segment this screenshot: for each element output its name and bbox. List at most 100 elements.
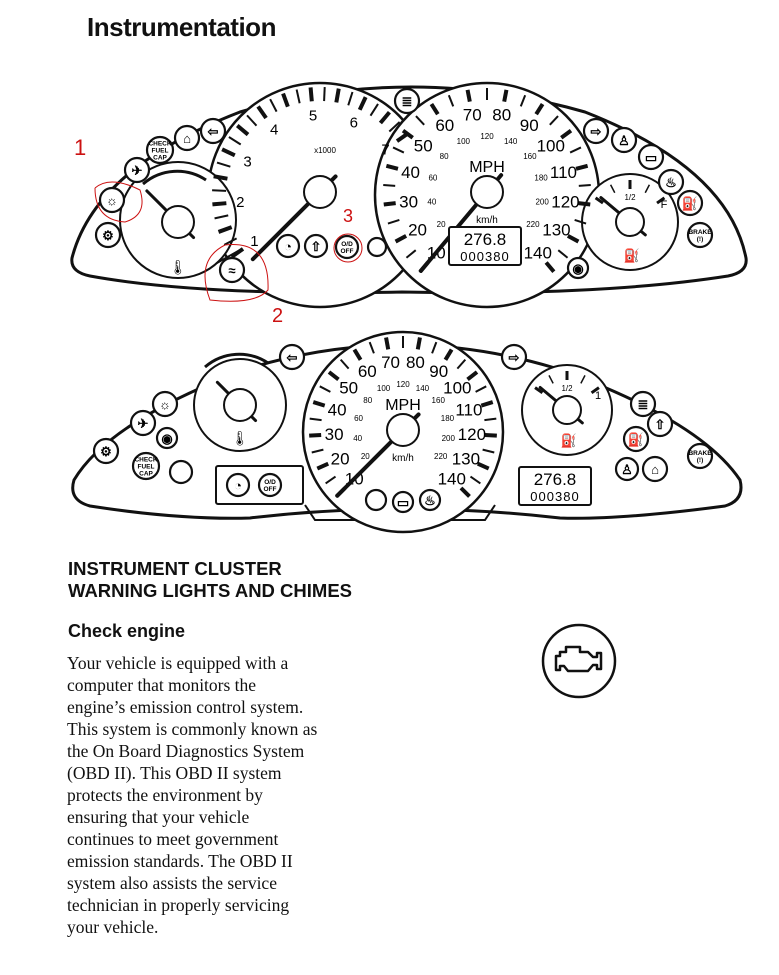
kmh-label: 100: [457, 137, 471, 146]
fuel-full-label: F: [661, 199, 668, 211]
traction-control-icon-ring: [218, 256, 246, 284]
blank-indicator-icon-ring: [168, 459, 194, 485]
powertrain-warning-icon-ring: [151, 390, 179, 418]
door-ajar-icon: ⌂: [641, 455, 669, 483]
check-engine-light-icon-glyph: ⚙: [100, 444, 112, 459]
speed-tick: [575, 163, 589, 171]
kmh-label: 80: [440, 152, 449, 161]
speed-tick: [383, 201, 396, 207]
page-title: Instrumentation: [87, 12, 276, 42]
mph-label: 120: [458, 425, 486, 444]
odometer-display: [518, 466, 592, 506]
oil-pressure-icon: ♨: [418, 488, 442, 512]
battery-icon: ▭: [391, 490, 415, 514]
overdrive-off-icon-text: OFF: [341, 248, 354, 255]
mph-label: 20: [331, 449, 350, 468]
upshift-icon-ring: [303, 233, 329, 259]
tach-label: 5: [309, 108, 317, 125]
seatbelt-icon: ♙: [614, 456, 640, 482]
annotation-3: 3: [343, 206, 353, 226]
low-fuel-icon: ⛽: [622, 425, 650, 453]
brake-warning-icon: BRAKE(!): [686, 221, 714, 249]
temp-arc: [142, 169, 207, 186]
check-engine-light-icon-ring: [94, 221, 122, 249]
speed-tick: [475, 385, 487, 393]
traction-control-icon: ≈: [218, 256, 246, 284]
body-line: system also assists the service: [67, 873, 277, 893]
speed-tick: [466, 370, 479, 382]
mph-label: 60: [358, 362, 377, 381]
blank-indicator-icon: [366, 236, 388, 258]
kmh-label: 60: [354, 414, 363, 423]
tach-tick: [223, 237, 238, 246]
speed-tick: [311, 448, 324, 454]
needle-hub: [615, 207, 645, 237]
right-turn-signal-icon-ring: [500, 343, 528, 371]
subheading-check-engine: Check engine: [68, 621, 186, 641]
right-turn-signal-icon: ⇨: [582, 117, 610, 145]
tach-tick: [295, 89, 301, 104]
annotation-circle-1: [94, 181, 143, 223]
fuel-half-label: 1/2: [561, 384, 573, 393]
high-beam-icon-ring: [393, 87, 421, 115]
mph-unit: MPH: [385, 397, 421, 414]
mph-label: 90: [520, 116, 539, 135]
speed-control-icon-ring: [225, 472, 251, 498]
tach-label: 2: [236, 194, 244, 211]
speed-tick: [447, 94, 455, 107]
speed-tick: [394, 234, 408, 244]
kmh-label: 20: [361, 452, 370, 461]
door-ajar-icon-glyph: ⌂: [651, 462, 659, 477]
mph-label: 100: [443, 378, 471, 397]
annotation-circle-3: [333, 233, 363, 263]
tach-tick: [378, 110, 391, 125]
trip-reading: 276.8: [534, 470, 577, 489]
kmh-label: 220: [434, 452, 448, 461]
tach-tick: [228, 136, 242, 146]
kmh-label: 40: [427, 198, 436, 207]
door-ajar-icon: ⌂: [173, 124, 201, 152]
tach-tick: [212, 201, 227, 207]
instrument-cluster-diagram-1: 1234567x10001020304050607080901001101201…: [70, 81, 748, 327]
kmh-label: 60: [428, 173, 437, 182]
check-fuel-cap-icon-text: CHECK: [134, 457, 157, 464]
mph-unit: MPH: [469, 159, 505, 176]
speed-tick: [549, 115, 559, 126]
tach-tick: [334, 88, 341, 103]
kmh-label: 120: [396, 380, 410, 389]
brake-warning-icon-text: (!): [697, 457, 704, 464]
mph-label: 110: [455, 400, 482, 419]
seatbelt-icon-glyph: ♙: [621, 462, 633, 477]
tach-tick: [212, 189, 227, 192]
airbag-icon-ring: [129, 409, 157, 437]
speed-tick: [339, 358, 350, 370]
mph-label: 120: [551, 192, 579, 211]
left-turn-signal-icon-glyph: ⇦: [286, 350, 298, 365]
overdrive-off-icon-text: O/D: [264, 479, 276, 486]
body-line: Your vehicle is equipped with a: [67, 653, 289, 673]
tach-label: 7: [381, 141, 389, 158]
mph-label: 30: [399, 192, 418, 211]
kmh-label: 120: [480, 132, 494, 141]
speed-tick: [368, 341, 375, 354]
oil-pressure-icon: ♨: [657, 168, 685, 196]
left-turn-signal-icon-ring: [199, 117, 227, 145]
needle-hub: [223, 388, 257, 422]
fuel-tick: [594, 196, 604, 205]
overdrive-off-icon-ring: [334, 234, 360, 260]
mph-label: 80: [492, 105, 511, 124]
check-fuel-cap-icon-ring: [145, 135, 175, 165]
high-beam-icon-glyph: ≣: [638, 397, 649, 412]
tach-tick: [388, 121, 401, 133]
body-line: protects the environment by: [67, 785, 263, 805]
speed-tick: [578, 184, 591, 187]
check-fuel-cap-icon-text: FUEL: [138, 464, 155, 471]
fuel-tick: [548, 375, 554, 384]
high-beam-icon: ≣: [629, 390, 657, 418]
tach-tick: [213, 174, 228, 181]
low-fuel-icon-glyph: ⛽: [628, 432, 644, 447]
tach-tick: [281, 92, 290, 108]
speed-tick: [392, 146, 405, 154]
